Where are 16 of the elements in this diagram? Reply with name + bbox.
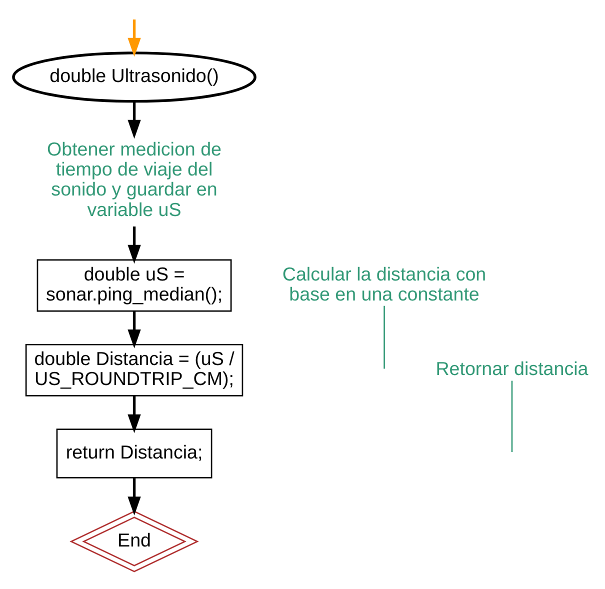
connector	[384, 305, 385, 368]
arrow	[128, 226, 141, 264]
node-text: Retornar distancia	[436, 358, 588, 379]
arrow	[128, 19, 141, 56]
node-box: return Distancia;	[56, 428, 212, 478]
arrow	[128, 100, 141, 138]
arrow	[128, 395, 141, 433]
node-text: Obtener medicion de tiempo de viaje del sonido y guardar en variable uS	[47, 138, 222, 220]
node-box: double uS = sonar.ping_median();	[36, 258, 232, 312]
node-box: double Distancia = (uS / US_ROUNDTRIP_CM);	[25, 343, 244, 396]
connector	[511, 380, 513, 452]
node-diamond: End	[70, 510, 199, 572]
node-ellipse: double Ultrasonido()	[12, 51, 256, 102]
node-text: Calcular la distancia con base en una constante	[282, 262, 486, 304]
arrow	[128, 478, 141, 515]
arrow	[128, 310, 141, 348]
